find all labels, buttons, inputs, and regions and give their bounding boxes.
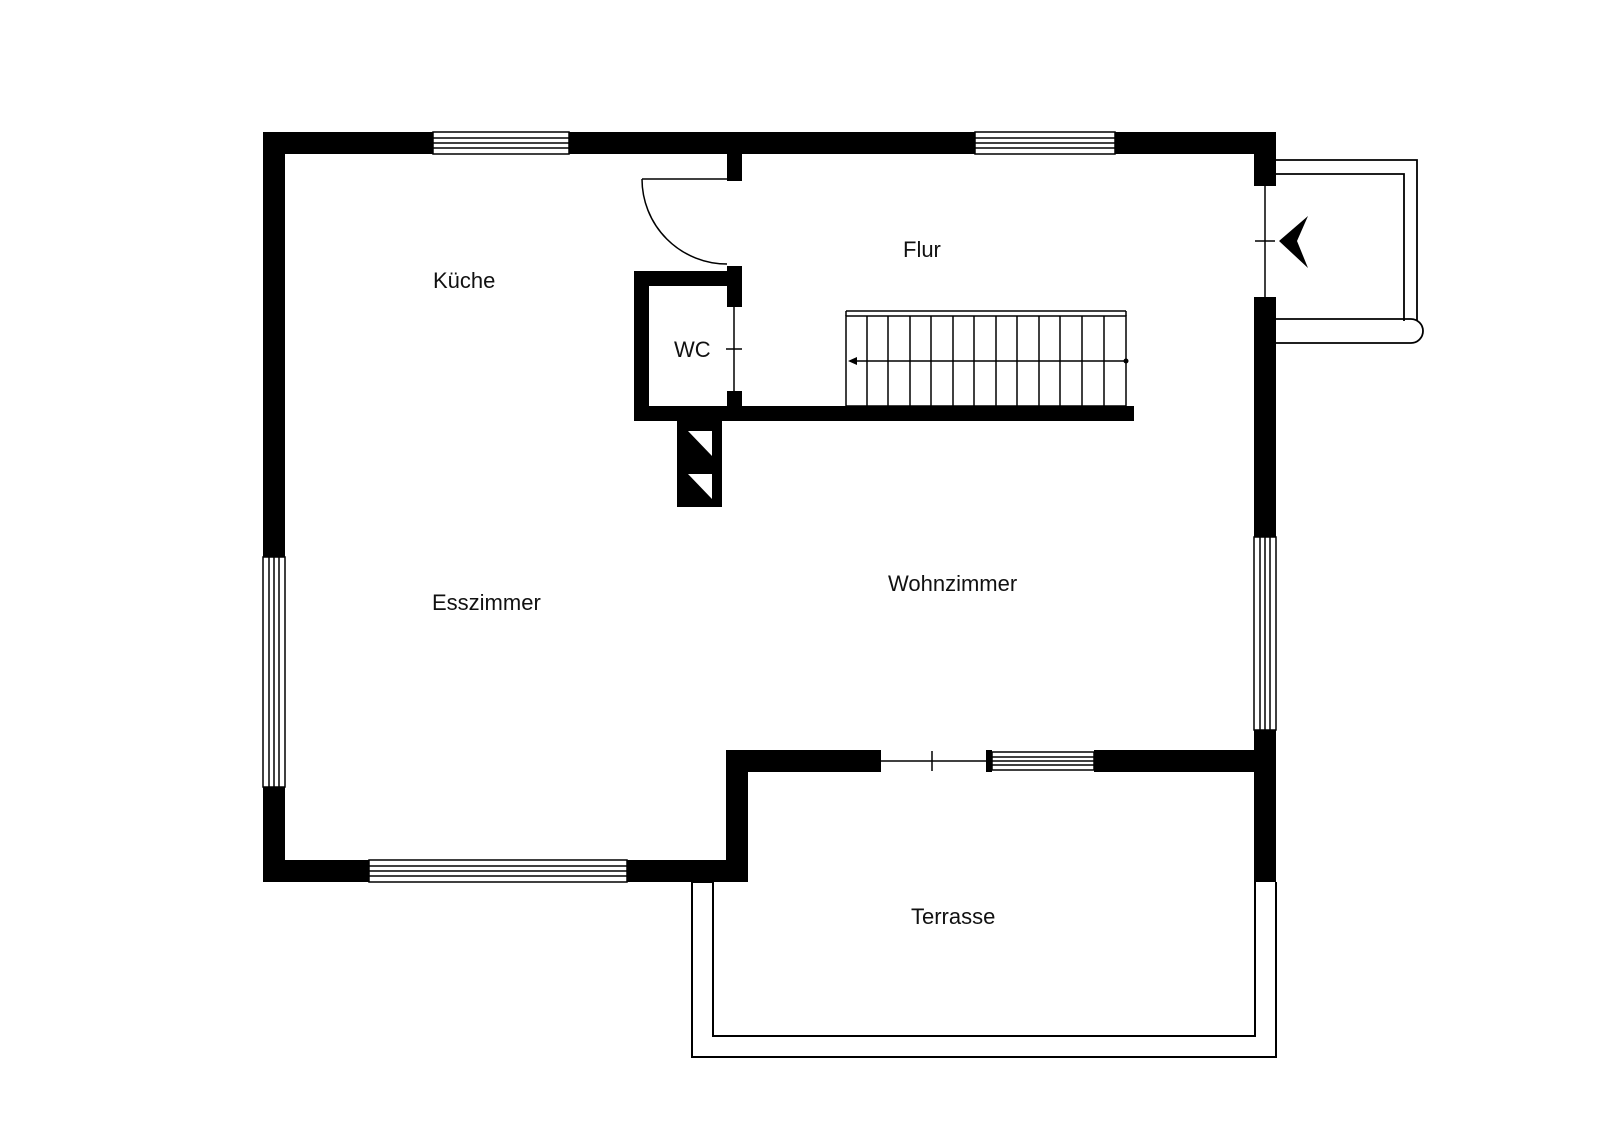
window-right xyxy=(1253,536,1277,731)
kitchen-door xyxy=(641,178,728,265)
window-top-right xyxy=(974,131,1116,155)
wall-bottom-1 xyxy=(263,860,369,882)
room-label-flur: Flur xyxy=(903,237,941,262)
interior-walls xyxy=(634,154,1134,421)
entrance-porch xyxy=(1276,159,1424,344)
chimney-icon xyxy=(677,421,722,507)
terrace-door xyxy=(881,750,992,772)
wall-hall-stub xyxy=(727,154,742,181)
terrace-outline xyxy=(691,881,1277,1058)
window-left xyxy=(262,556,286,788)
wall-wc-left xyxy=(634,271,649,421)
entrance-arrow-icon xyxy=(1279,216,1308,268)
wall-right-top xyxy=(1254,132,1276,186)
wall-right-mid xyxy=(1254,297,1276,537)
wall-left-2 xyxy=(263,787,285,882)
wall-terrace-right xyxy=(1094,750,1276,772)
wall-left-1 xyxy=(263,132,285,557)
wall-top-1 xyxy=(263,132,433,154)
windows xyxy=(262,131,1277,883)
wall-top-2 xyxy=(569,132,975,154)
entrance-door xyxy=(1255,186,1275,297)
outer-walls xyxy=(263,132,1276,882)
wall-wc-bottom xyxy=(634,406,1134,421)
wall-step-horizontal xyxy=(726,750,881,772)
room-label-wohnzimmer: Wohnzimmer xyxy=(888,571,1017,596)
room-label-esszimmer: Esszimmer xyxy=(432,590,541,615)
room-label-terrasse: Terrasse xyxy=(911,904,995,929)
wall-top-3 xyxy=(1115,132,1276,154)
room-label-wc: WC xyxy=(674,337,711,362)
wall-wc-right-bottom xyxy=(727,391,742,421)
wall-bottom-2 xyxy=(627,860,748,882)
wall-right-low xyxy=(1254,730,1276,882)
wall-wc-right-top xyxy=(727,266,742,307)
wall-wc-top xyxy=(634,271,742,286)
wall-step-vertical xyxy=(726,750,748,882)
window-top-left xyxy=(432,131,570,155)
window-bottom xyxy=(368,859,628,883)
room-label-kueche: Küche xyxy=(433,268,495,293)
staircase-icon xyxy=(845,310,1129,407)
window-terrace-door xyxy=(991,751,1095,771)
wc-door xyxy=(726,307,742,391)
